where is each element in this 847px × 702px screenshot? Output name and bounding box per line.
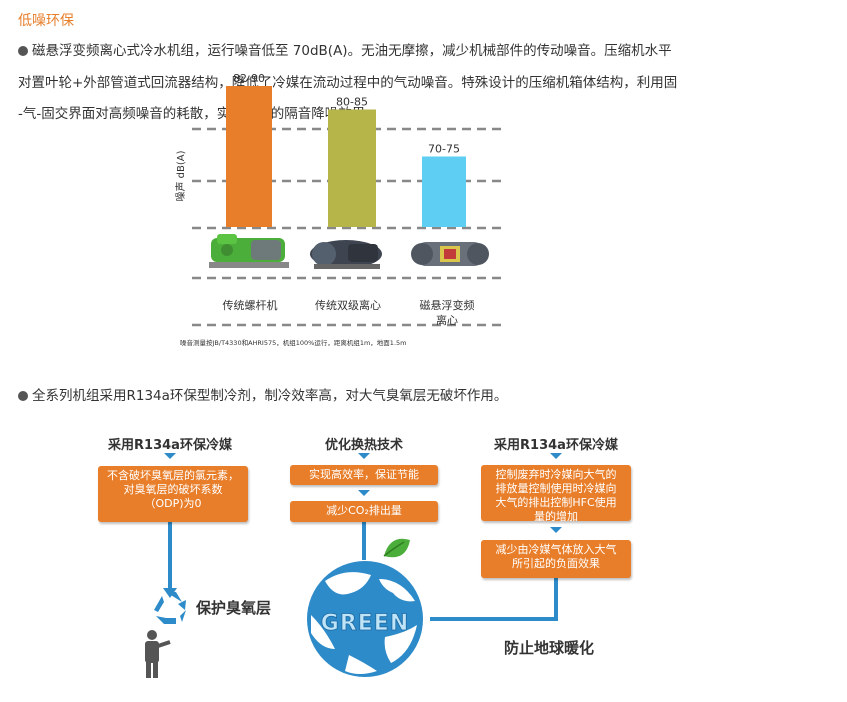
chart-bar-label: 82-90 <box>233 72 265 85</box>
chart-bar <box>422 156 466 227</box>
chart-category-label: 磁悬浮变频 <box>420 298 475 312</box>
box-line: 减少由冷媒气体放入大气 <box>495 543 617 556</box>
bullet-dot <box>18 46 28 56</box>
paragraph-line-3: -气-固交界面对高频噪音的耗散，实现良好的隔音降噪效果。 <box>18 106 379 122</box>
two-stage-centrifugal-image <box>310 240 382 269</box>
chart-footnote: 噪音测量按JB/T4330和AHRI575，机组100%运行，距离机组1m，地面… <box>180 338 406 347</box>
bullet-text: 全系列机组采用R134a环保型制冷剂，制冷效率高，对大气臭氧层无破坏作用。 <box>32 388 508 404</box>
chart-bar <box>226 86 272 227</box>
box-line: 所引起的负面效果 <box>512 557 600 570</box>
box-line: 减少CO₂排出量 <box>326 504 402 517</box>
title-marker-right <box>550 453 562 459</box>
chart-labels: 82-90 80-85 70-75 传统螺杆机 传统双级离心 磁悬浮变频离心 噪声 dB(A… <box>174 72 475 347</box>
paragraph-line-2: 对置叶轮+外部管道式回流器结构，降低了冷媒在流动过程中的气动噪音。特殊设计的压缩… <box>18 75 678 91</box>
step-marker-middle <box>358 490 370 496</box>
recycle-icon <box>154 592 186 624</box>
paragraph-text: 磁悬浮变频离心式冷水机组，运行噪音低至 70dB(A)。无油无摩擦，减少机械部件… <box>32 43 672 59</box>
box-line: （ODP)为0 <box>144 497 202 510</box>
chart-category-label: 离心 <box>436 313 458 327</box>
chart-y-axis-label: 噪声 dB(A) <box>174 150 187 201</box>
outcome-protect-ozone: 保护臭氧层 <box>196 599 272 617</box>
box-line: 排放量控制使用时冷媒向 <box>495 482 617 495</box>
chart-category-label: 传统双级离心 <box>315 298 381 312</box>
title-marker-middle <box>358 453 370 459</box>
column-title-left: 采用R134a环保冷媒 <box>108 438 232 453</box>
info-box-ozone: 不含破坏臭氧层的氯元素， 对臭氧层的破坏系数 （ODP)为0 <box>98 466 248 522</box>
title-marker-left <box>164 453 176 459</box>
column-title-middle: 优化换热技术 <box>324 438 403 453</box>
step-marker-right <box>550 527 562 533</box>
maglev-centrifugal-image <box>411 242 489 266</box>
flow-line-right <box>430 578 558 621</box>
info-box-efficiency: 实现高效率，保证节能 <box>290 465 438 485</box>
info-box-hfc: 控制废弃时冷媒向大气的 排放量控制使用时冷媒向 大气的排出控制HFC使用 量的增… <box>481 465 631 523</box>
box-line: 不含破坏臭氧层的氯元素， <box>107 469 239 482</box>
box-line: 量的增加 <box>534 510 578 523</box>
chart-machines <box>209 234 489 269</box>
bullet-line: 全系列机组采用R134a环保型制冷剂，制冷效率高，对大气臭氧层无破坏作用。 <box>18 386 507 406</box>
chart-bars <box>226 86 466 227</box>
leaf-icon <box>383 538 410 558</box>
globe-icon <box>307 561 423 677</box>
outcome-prevent-warming: 防止地球暖化 <box>504 639 595 657</box>
section-title: 低噪环保 <box>18 13 74 29</box>
box-line: 控制废弃时冷媒向大气的 <box>495 468 617 481</box>
chart-bar <box>328 109 376 227</box>
box-line: 对臭氧层的破坏系数 <box>123 483 223 496</box>
chart-bar-label: 80-85 <box>336 96 368 109</box>
column-title-right: 采用R134a环保冷媒 <box>494 438 618 453</box>
box-line: 实现高效率，保证节能 <box>309 468 419 481</box>
info-box-co2: 减少CO₂排出量 <box>290 501 438 522</box>
box-line: 大气的排出控制HFC使用 <box>495 496 617 509</box>
paragraph-line-1: 磁悬浮变频离心式冷水机组，运行噪音低至 70dB(A)。无油无摩擦，减少机械部件… <box>18 41 672 61</box>
info-box-emission: 减少由冷媒气体放入大气 所引起的负面效果 <box>481 540 631 578</box>
person-icon <box>145 630 171 678</box>
chart-category-label: 传统螺杆机 <box>223 298 278 312</box>
chart-bar-label: 70-75 <box>428 143 460 156</box>
bullet-dot <box>18 391 28 401</box>
globe-label: GREEN <box>321 611 409 636</box>
screw-chiller-image <box>209 234 289 268</box>
